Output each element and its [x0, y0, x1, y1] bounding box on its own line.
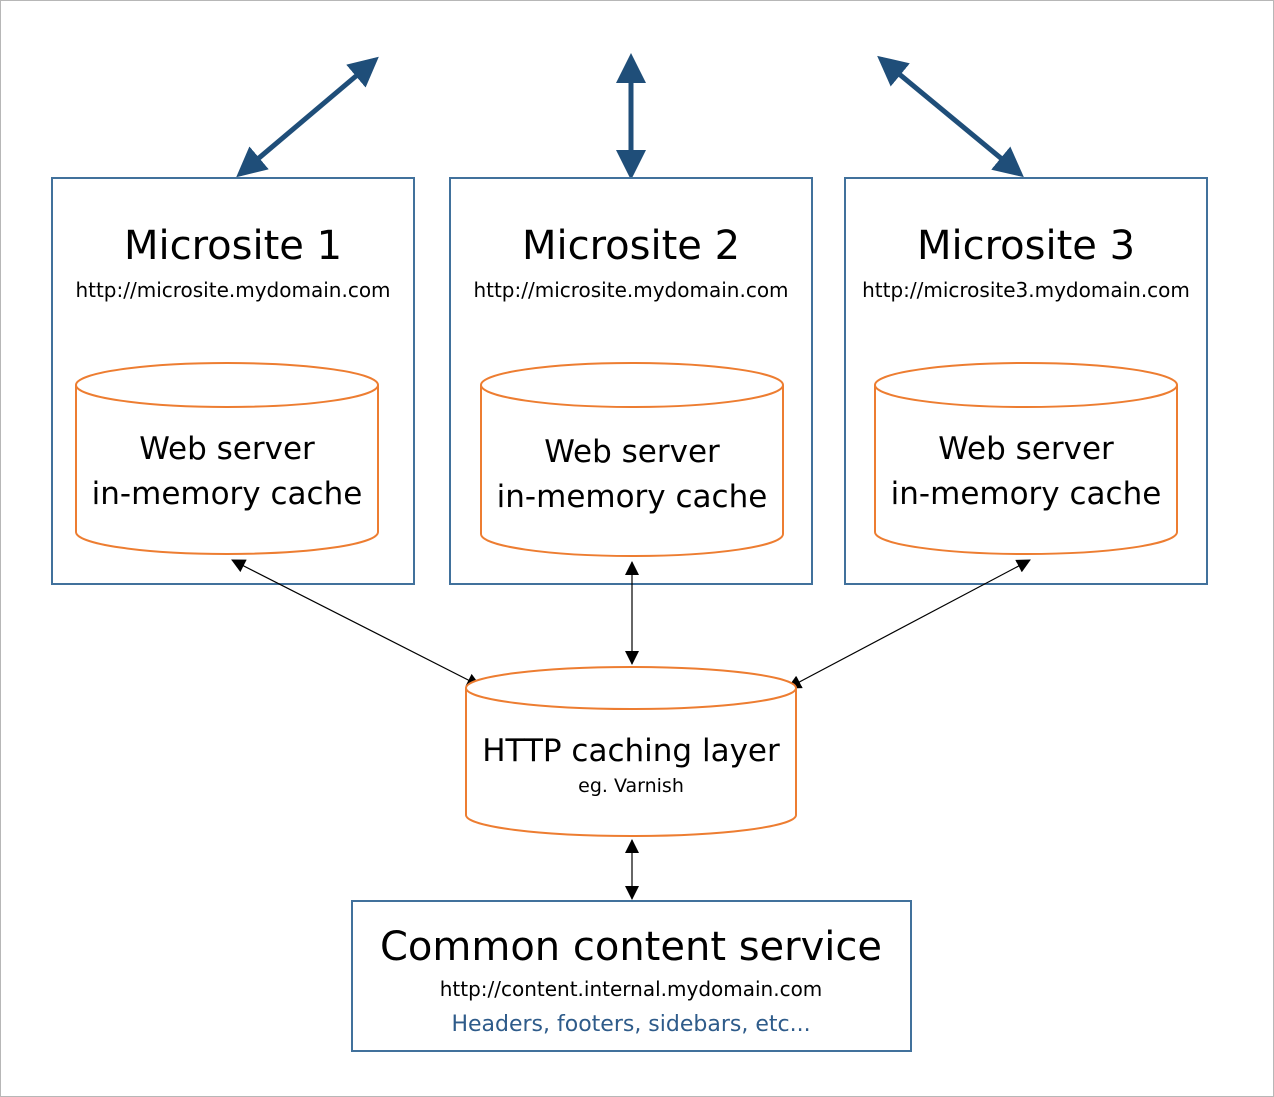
microsite-2-url: http://microsite.mydomain.com	[473, 278, 788, 302]
external-arrow-1	[236, 56, 379, 178]
microsite-1-cache-cylinder: Web server in-memory cache	[75, 362, 379, 555]
microsite-3-url: http://microsite3.mydomain.com	[862, 278, 1190, 302]
http-cache-title: HTTP caching layer	[482, 733, 780, 769]
microsite-1-box: Microsite 1 http://microsite.mydomain.co…	[51, 177, 415, 585]
http-cache-cylinder: HTTP caching layer eg. Varnish	[465, 666, 797, 837]
microsite-1-cache-line2: in-memory cache	[92, 476, 363, 512]
external-arrow-3	[877, 55, 1024, 178]
microsite-3-cache-line2: in-memory cache	[891, 476, 1162, 512]
content-service-box: Common content service http://content.in…	[351, 900, 912, 1052]
microsite-1-cache-line1: Web server	[139, 431, 315, 467]
microsite-3-cache-line1: Web server	[938, 431, 1114, 467]
microsite-3-box: Microsite 3 http://microsite3.mydomain.c…	[844, 177, 1208, 585]
microsite-3-cache-cylinder: Web server in-memory cache	[874, 362, 1178, 555]
microsite-1-title: Microsite 1	[124, 223, 342, 269]
microsite-2-cache-cylinder: Web server in-memory cache	[480, 362, 784, 557]
microsite-3-title: Microsite 3	[917, 223, 1135, 269]
microsite-2-title: Microsite 2	[522, 223, 740, 269]
content-service-note: Headers, footers, sidebars, etc...	[451, 1012, 810, 1037]
connector-cache3-http	[787, 559, 1031, 689]
http-cache-subtitle: eg. Varnish	[578, 775, 684, 797]
connector-cache1-http	[231, 559, 481, 687]
content-service-url: http://content.internal.mydomain.com	[440, 977, 823, 1001]
microsite-2-cache-line2: in-memory cache	[497, 479, 768, 515]
content-service-title: Common content service	[380, 924, 882, 970]
microsite-2-box: Microsite 2 http://microsite.mydomain.co…	[449, 177, 813, 585]
microsite-2-cache-line1: Web server	[544, 434, 720, 470]
microsite-1-url: http://microsite.mydomain.com	[75, 278, 390, 302]
